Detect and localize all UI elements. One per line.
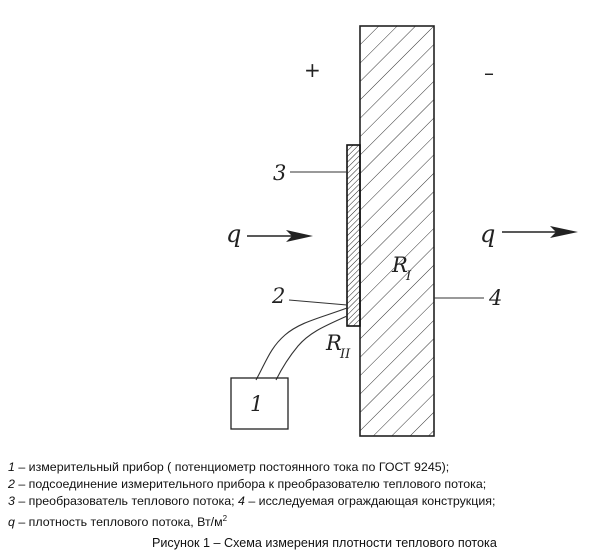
heat-flux-arrow-left — [247, 230, 313, 242]
heat-flux-arrow-right — [502, 226, 578, 238]
legend-num-4: 4 — [237, 494, 245, 508]
legend-text-2: – подсоединение измерительного прибора к… — [14, 477, 487, 491]
connection-wires — [255, 307, 348, 381]
legend-num-1: 1 — [8, 460, 15, 474]
figure-caption: Рисунок 1 – Схема измерения плотности те… — [152, 536, 497, 550]
legend-line-q: q – плотность теплового потока, Вт/м2 — [8, 510, 608, 531]
legend: 1 – измерительный прибор ( потенциометр … — [8, 459, 608, 531]
legend-unit-superscript: 2 — [222, 514, 228, 523]
label-4: 4 — [488, 286, 502, 310]
measuring-instrument — [230, 377, 289, 430]
label-r2-sub: II — [339, 347, 351, 362]
leader-2 — [288, 299, 348, 306]
label-1: 1 — [250, 392, 263, 416]
heat-flux-diagram: + – 3 2 4 R I R II q q 1 — [226, 25, 578, 437]
label-3: 3 — [273, 161, 286, 185]
legend-text-4: – исследуемая ограждающая конструкция; — [244, 494, 496, 508]
label-r1: R — [391, 253, 408, 277]
legend-line-3: 3 – преобразователь теплового потока; 4 … — [8, 493, 608, 510]
heat-flux-sensor — [346, 144, 361, 327]
minus-sign: – — [484, 61, 494, 85]
legend-text-q: – плотность теплового потока, Вт/м — [14, 515, 223, 530]
wall-construction — [359, 25, 435, 437]
legend-num-2: 2 — [8, 477, 15, 491]
legend-num-3: 3 — [8, 494, 15, 508]
legend-num-q: q — [8, 515, 15, 530]
legend-text-1: – измерительный прибор ( потенциометр по… — [14, 460, 450, 474]
label-r1-sub: I — [405, 269, 412, 284]
label-2: 2 — [271, 284, 285, 308]
plus-sign: + — [304, 58, 321, 82]
legend-line-1: 1 – измерительный прибор ( потенциометр … — [8, 459, 608, 476]
legend-line-2: 2 – подсоединение измерительного прибора… — [8, 476, 608, 493]
legend-text-3: – преобразователь теплового потока; — [14, 494, 238, 508]
label-q-right: q — [480, 220, 495, 248]
label-r2: R — [325, 331, 342, 355]
label-q-left: q — [226, 220, 241, 248]
label-r1-main: R — [391, 253, 408, 277]
